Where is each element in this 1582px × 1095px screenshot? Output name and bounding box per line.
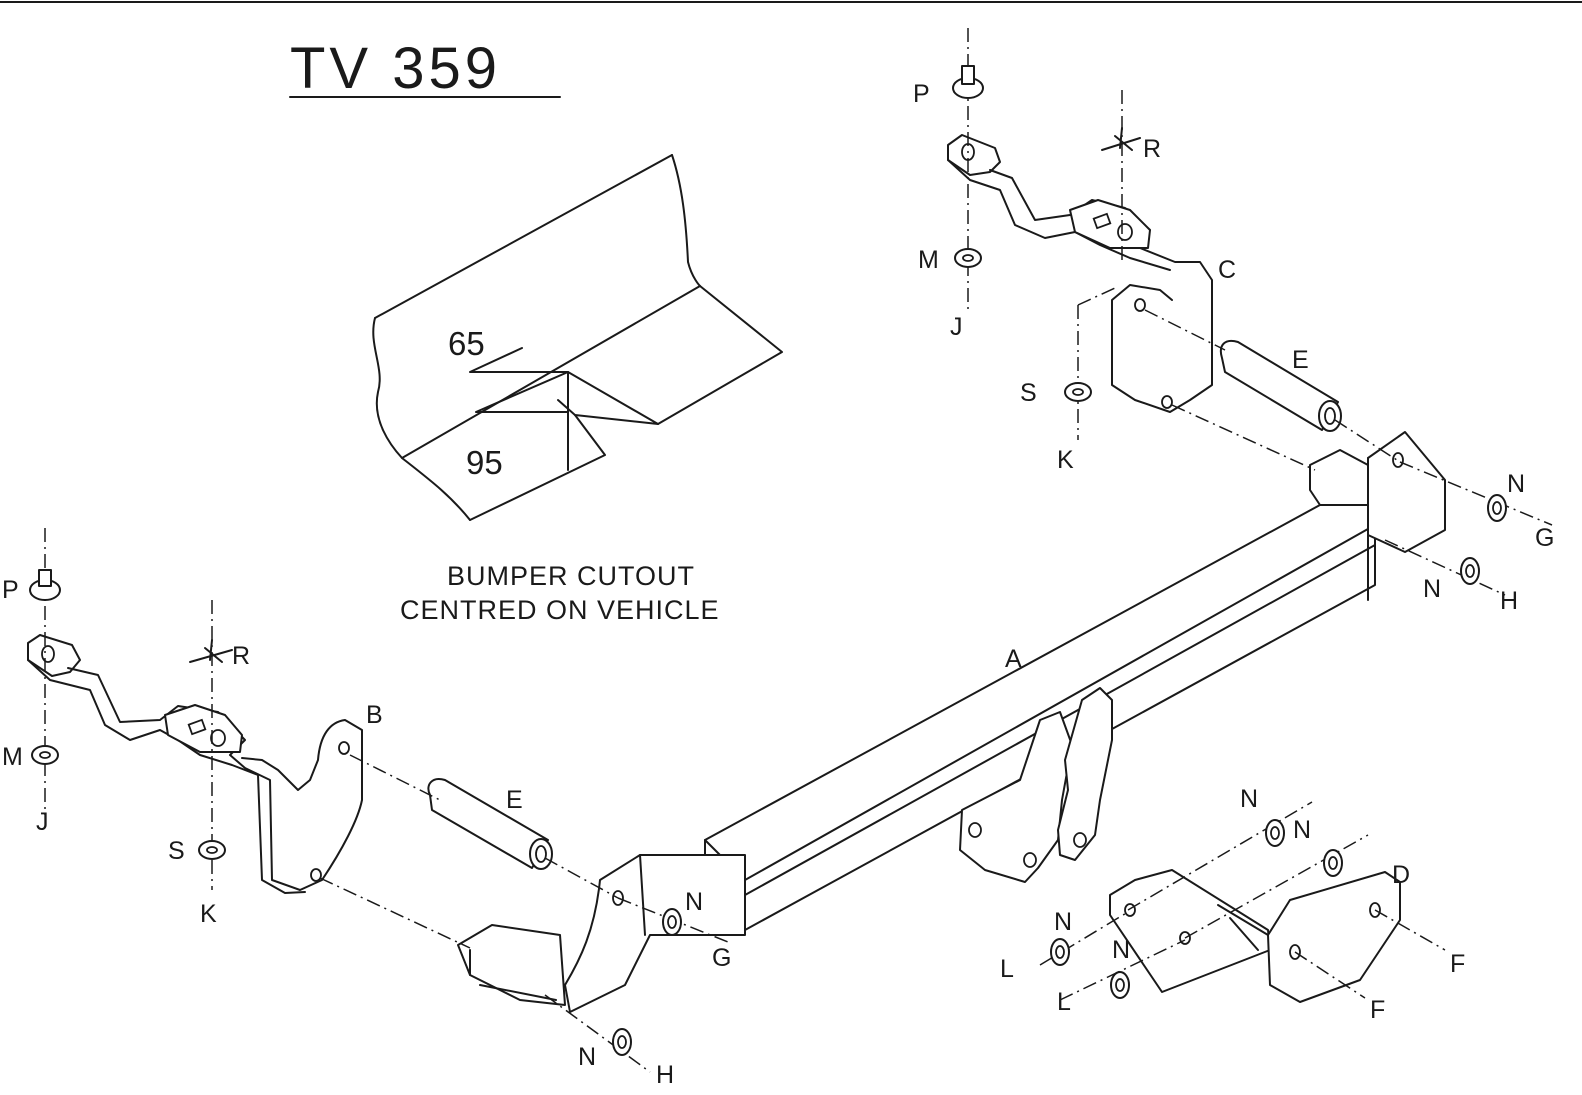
ball-plate-d xyxy=(1109,869,1401,1003)
label-n-d-mid: N xyxy=(1293,816,1311,844)
right-bracket-c xyxy=(947,134,1213,413)
label-a: A xyxy=(1005,645,1022,673)
label-j-left: J xyxy=(36,808,49,836)
label-n-d-top: N xyxy=(1240,785,1258,813)
nut-n-h-right xyxy=(1460,557,1480,585)
spacer-tube-left xyxy=(427,778,553,870)
label-r-left: R xyxy=(232,642,250,670)
bumper-cutout-sketch: 65 95 xyxy=(372,154,783,521)
label-p-left: P xyxy=(2,576,19,604)
nut-p-right xyxy=(952,65,984,99)
label-e-right: E xyxy=(1292,346,1309,374)
label-j-right: J xyxy=(950,313,963,341)
label-s-right: S xyxy=(1020,379,1037,407)
label-k-left: K xyxy=(200,900,217,928)
washer-m-right xyxy=(954,248,982,268)
cutout-depth-dimension: 95 xyxy=(466,444,503,481)
caption-line-1: BUMPER CUTOUT xyxy=(447,561,695,591)
label-d: D xyxy=(1392,861,1410,889)
washer-s-right xyxy=(1064,382,1092,402)
label-p-right: P xyxy=(913,80,930,108)
nut-n-g-right xyxy=(1487,494,1507,522)
label-c: C xyxy=(1218,256,1236,284)
spacer-tube-right xyxy=(1219,339,1342,432)
label-f-upper: F xyxy=(1450,950,1465,978)
label-g-right: G xyxy=(1535,524,1554,552)
label-k-right: K xyxy=(1057,446,1074,474)
label-n-l-lower: N xyxy=(1112,936,1130,964)
label-n-l-upper: N xyxy=(1054,908,1072,936)
nut-n-l-upper xyxy=(1050,938,1070,966)
label-r-right: R xyxy=(1143,135,1161,163)
washer-s-left xyxy=(198,840,226,860)
label-m-left: M xyxy=(2,743,23,771)
label-h-right: H xyxy=(1500,587,1518,615)
label-n-right-h: N xyxy=(1423,575,1441,603)
nut-n-g-left xyxy=(662,908,682,936)
washer-m-left xyxy=(31,745,59,765)
label-f-lower: F xyxy=(1370,996,1385,1024)
clip-r-right xyxy=(1101,127,1141,151)
nut-p-left xyxy=(29,569,61,601)
nut-n-l-lower xyxy=(1110,971,1130,999)
label-l-upper: L xyxy=(1000,955,1014,983)
label-g-left: G xyxy=(712,944,731,972)
label-l-lower: L xyxy=(1057,988,1071,1016)
clip-r-left xyxy=(189,639,233,663)
part-labels: A B C D E E F F G G H H J J K K L L M M … xyxy=(2,80,1554,1089)
nut-n-h-left xyxy=(612,1028,632,1056)
label-h-left: H xyxy=(656,1061,674,1089)
label-n-left-g: N xyxy=(685,888,703,916)
label-n-left-h: N xyxy=(578,1043,596,1071)
label-n-right-g: N xyxy=(1507,470,1525,498)
label-s-left: S xyxy=(168,837,185,865)
nut-n-d-top xyxy=(1265,819,1285,847)
caption-line-2: CENTRED ON VEHICLE xyxy=(400,595,720,625)
cutout-width-dimension: 65 xyxy=(448,325,485,362)
label-b: B xyxy=(366,701,383,729)
left-bracket-b xyxy=(27,634,363,894)
label-m-right: M xyxy=(918,246,939,274)
crossbar-a xyxy=(457,431,1446,1013)
diagram-title: TV 359 xyxy=(290,36,501,101)
label-e-left: E xyxy=(506,786,523,814)
nut-n-d-mid xyxy=(1323,849,1343,877)
